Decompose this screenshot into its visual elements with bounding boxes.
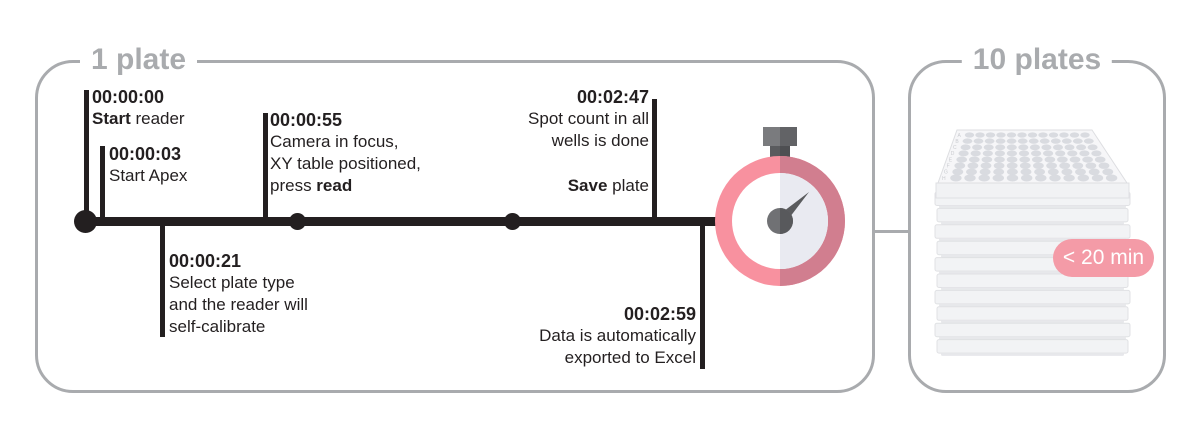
- event-time: 00:02:59: [623, 304, 696, 324]
- timeline-tick: [700, 222, 705, 369]
- svg-text:H: H: [942, 176, 946, 182]
- event-label: Start Apex: [109, 166, 188, 185]
- event-select-plate-type: 00:00:21 Select plate type and the reade…: [169, 250, 308, 338]
- event-label: Data is automatically: [539, 326, 696, 345]
- plate-front-rim: [935, 182, 1130, 199]
- panel-connector-line: [872, 230, 911, 233]
- panel-2-title: 10 plates: [961, 40, 1113, 80]
- event-label: XY table positioned,: [270, 154, 421, 173]
- event-label: Start reader: [92, 109, 185, 128]
- event-label: Select plate type: [169, 273, 295, 292]
- panel-1-title: 1 plate: [80, 40, 198, 80]
- event-label: exported to Excel: [564, 348, 696, 367]
- panel-10-plates: 10 plates: [908, 40, 1166, 393]
- svg-text:A: A: [958, 133, 962, 139]
- event-label: Save plate: [567, 176, 649, 195]
- svg-text:C: C: [953, 145, 957, 151]
- event-label: wells is done: [551, 131, 649, 150]
- timeline-tick: [160, 222, 165, 337]
- plate-wells: [950, 132, 1118, 182]
- event-label: self-calibrate: [169, 317, 266, 336]
- panel-1-plate: 1 plate: [35, 40, 875, 393]
- stopwatch-icon: [715, 127, 845, 286]
- svg-text:E: E: [949, 157, 953, 163]
- timeline-tick: [263, 113, 268, 221]
- event-time: 00:00:21: [169, 251, 242, 271]
- time-badge: < 20 min: [1053, 239, 1154, 277]
- event-label: Camera in focus,: [270, 132, 399, 151]
- timeline-bar: [85, 217, 723, 226]
- timeline-dot: [289, 213, 306, 230]
- event-time: 00:00:55: [270, 110, 343, 130]
- svg-text:B: B: [955, 139, 959, 145]
- timeline-tick: [84, 90, 89, 221]
- timeline-dot: [504, 213, 521, 230]
- timeline-start-dot: [74, 210, 97, 233]
- event-label: Spot count in all: [528, 109, 649, 128]
- event-export-excel: 00:02:59 Data is automatically exported …: [539, 303, 696, 369]
- event-time: 00:00:00: [92, 87, 165, 107]
- event-label: press read: [270, 176, 353, 195]
- svg-text:G: G: [944, 170, 948, 176]
- event-label: and the reader will: [169, 295, 308, 314]
- svg-text:D: D: [951, 151, 955, 157]
- event-start-reader: 00:00:00 Start reader: [92, 86, 185, 130]
- svg-text:F: F: [947, 164, 950, 170]
- event-press-read: 00:00:55 Camera in focus, XY table posit…: [270, 109, 421, 197]
- event-spot-count-done: 00:02:47 Spot count in all wells is done…: [528, 86, 649, 197]
- event-time: 00:00:03: [109, 144, 182, 164]
- event-spacer: [528, 152, 649, 175]
- timeline-tick: [652, 99, 657, 221]
- event-time: 00:02:47: [576, 87, 649, 107]
- event-start-apex: 00:00:03 Start Apex: [109, 143, 187, 187]
- timeline-tick: [100, 146, 105, 221]
